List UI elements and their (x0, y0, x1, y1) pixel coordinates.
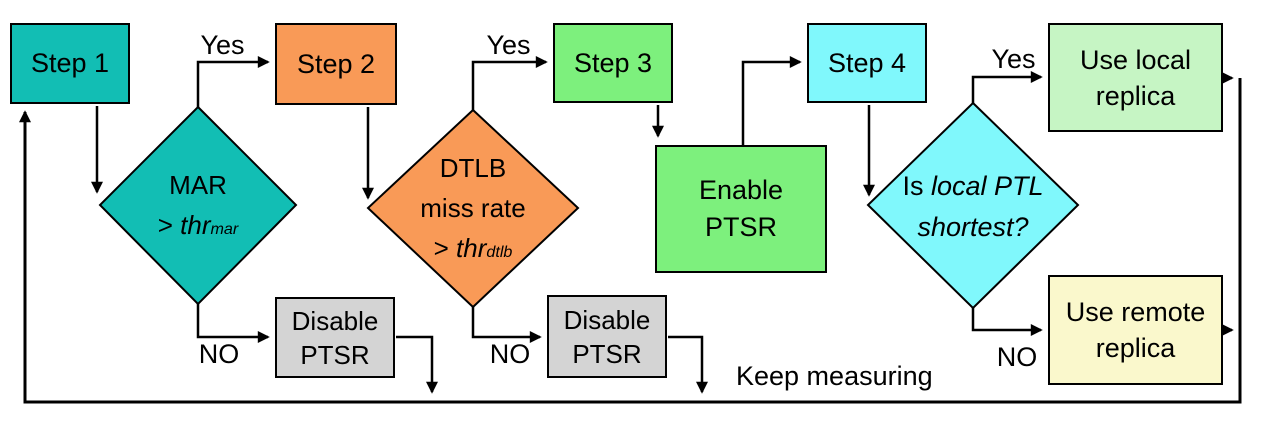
no-label-3: NO (996, 342, 1038, 372)
disable-ptsr-2-line2: PTSR (572, 338, 642, 369)
decision-mar-text: MAR > thrmar (108, 165, 288, 249)
loop-back-line (19, 78, 1242, 404)
disable-ptsr-1-line1: Disable (291, 305, 379, 336)
arrow-disable2-to-loop (668, 335, 708, 394)
decision-dtlb-op: > (433, 233, 457, 263)
step3-box: Step 3 (553, 23, 673, 103)
use-local-line2: replica (1095, 80, 1176, 111)
use-remote-line1: Use remote (1065, 297, 1206, 327)
decision-mar-line1: MAR (169, 170, 227, 200)
use-local-replica-box: Use local replica (1048, 23, 1223, 132)
yes-label-2: Yes (486, 30, 531, 60)
arrow-decision-mar-no-to-disable1 (196, 303, 270, 343)
decision-dtlb-diamond (366, 108, 580, 309)
arrow-decision-mar-yes-to-step2 (196, 56, 270, 108)
disable-ptsr-box-2: Disable PTSR (547, 295, 667, 378)
decision-ptl-diamond (866, 101, 1080, 310)
decision-dtlb-line2: miss rate (420, 193, 526, 223)
step1-box: Step 1 (10, 23, 130, 104)
step2-label: Step 2 (296, 48, 376, 79)
arrow-decision-ptl-no-to-use-remote (971, 307, 1043, 336)
arrow-decision-dtlb-no-to-disable2 (471, 306, 542, 343)
disable-ptsr-1-line2: PTSR (300, 339, 370, 370)
step4-label: Step 4 (827, 47, 907, 78)
use-local-line1: Use local (1079, 44, 1192, 75)
disable-ptsr-2-line1: Disable (563, 304, 651, 335)
decision-dtlb-sub: dtlb (486, 243, 513, 261)
keep-measuring-label: Keep measuring (736, 361, 933, 391)
decision-mar-var: thr (180, 210, 211, 240)
use-remote-replica-box: Use remote replica (1048, 275, 1223, 385)
enable-ptsr-line1: Enable (698, 175, 784, 205)
decision-ptl-italic1: local PTL (930, 171, 1044, 201)
arrow-decision-ptl-yes-to-use-local (971, 71, 1043, 104)
decision-ptl-prefix: Is (902, 171, 931, 201)
arrow-decision-dtlb-yes-to-step3 (471, 56, 548, 111)
enable-ptsr-line2: PTSR (704, 212, 777, 242)
yes-label-3: Yes (991, 44, 1036, 74)
no-label-1: NO (198, 339, 240, 369)
use-remote-line2: replica (1095, 333, 1176, 363)
disable-ptsr-box-1: Disable PTSR (275, 297, 395, 378)
arrow-enable-ptsr-to-step4 (741, 56, 802, 146)
decision-dtlb-line1: DTLB (439, 153, 507, 183)
yes-label-1: Yes (200, 30, 245, 60)
step1-label: Step 1 (30, 48, 110, 78)
step4-box: Step 4 (807, 23, 927, 103)
decision-dtlb-var: thr (456, 233, 487, 263)
step2-box: Step 2 (275, 23, 397, 105)
step3-label: Step 3 (573, 47, 653, 78)
decision-mar-sub: mar (210, 220, 239, 238)
enable-ptsr-box: Enable PTSR (655, 145, 827, 273)
decision-ptl-italic2: shortest? (917, 212, 1029, 242)
no-label-2: NO (489, 339, 531, 369)
arrow-disable1-to-loop (396, 335, 438, 394)
decision-mar-diamond (98, 105, 298, 306)
decision-ptl-text: Is local PTL shortest? (873, 166, 1073, 248)
decision-mar-op: > (157, 210, 181, 240)
decision-dtlb-text: DTLB miss rate > thrdtlb (383, 148, 563, 272)
